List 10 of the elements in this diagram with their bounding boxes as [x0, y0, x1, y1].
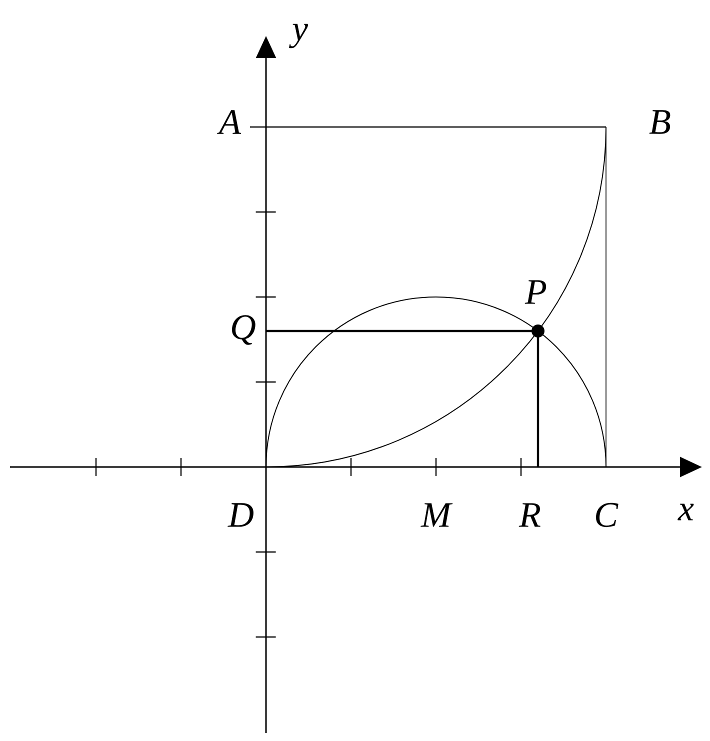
axis-label: x: [678, 504, 694, 520]
point-label: B: [649, 110, 670, 134]
point-label: C: [596, 502, 618, 528]
point-label: Q: [232, 315, 256, 345]
point-label: R: [518, 503, 540, 527]
point-label: M: [420, 503, 453, 527]
point-label: D: [228, 503, 254, 527]
axis-label: y: [289, 24, 308, 48]
point-label: P: [524, 280, 546, 304]
point-label: A: [217, 110, 242, 134]
